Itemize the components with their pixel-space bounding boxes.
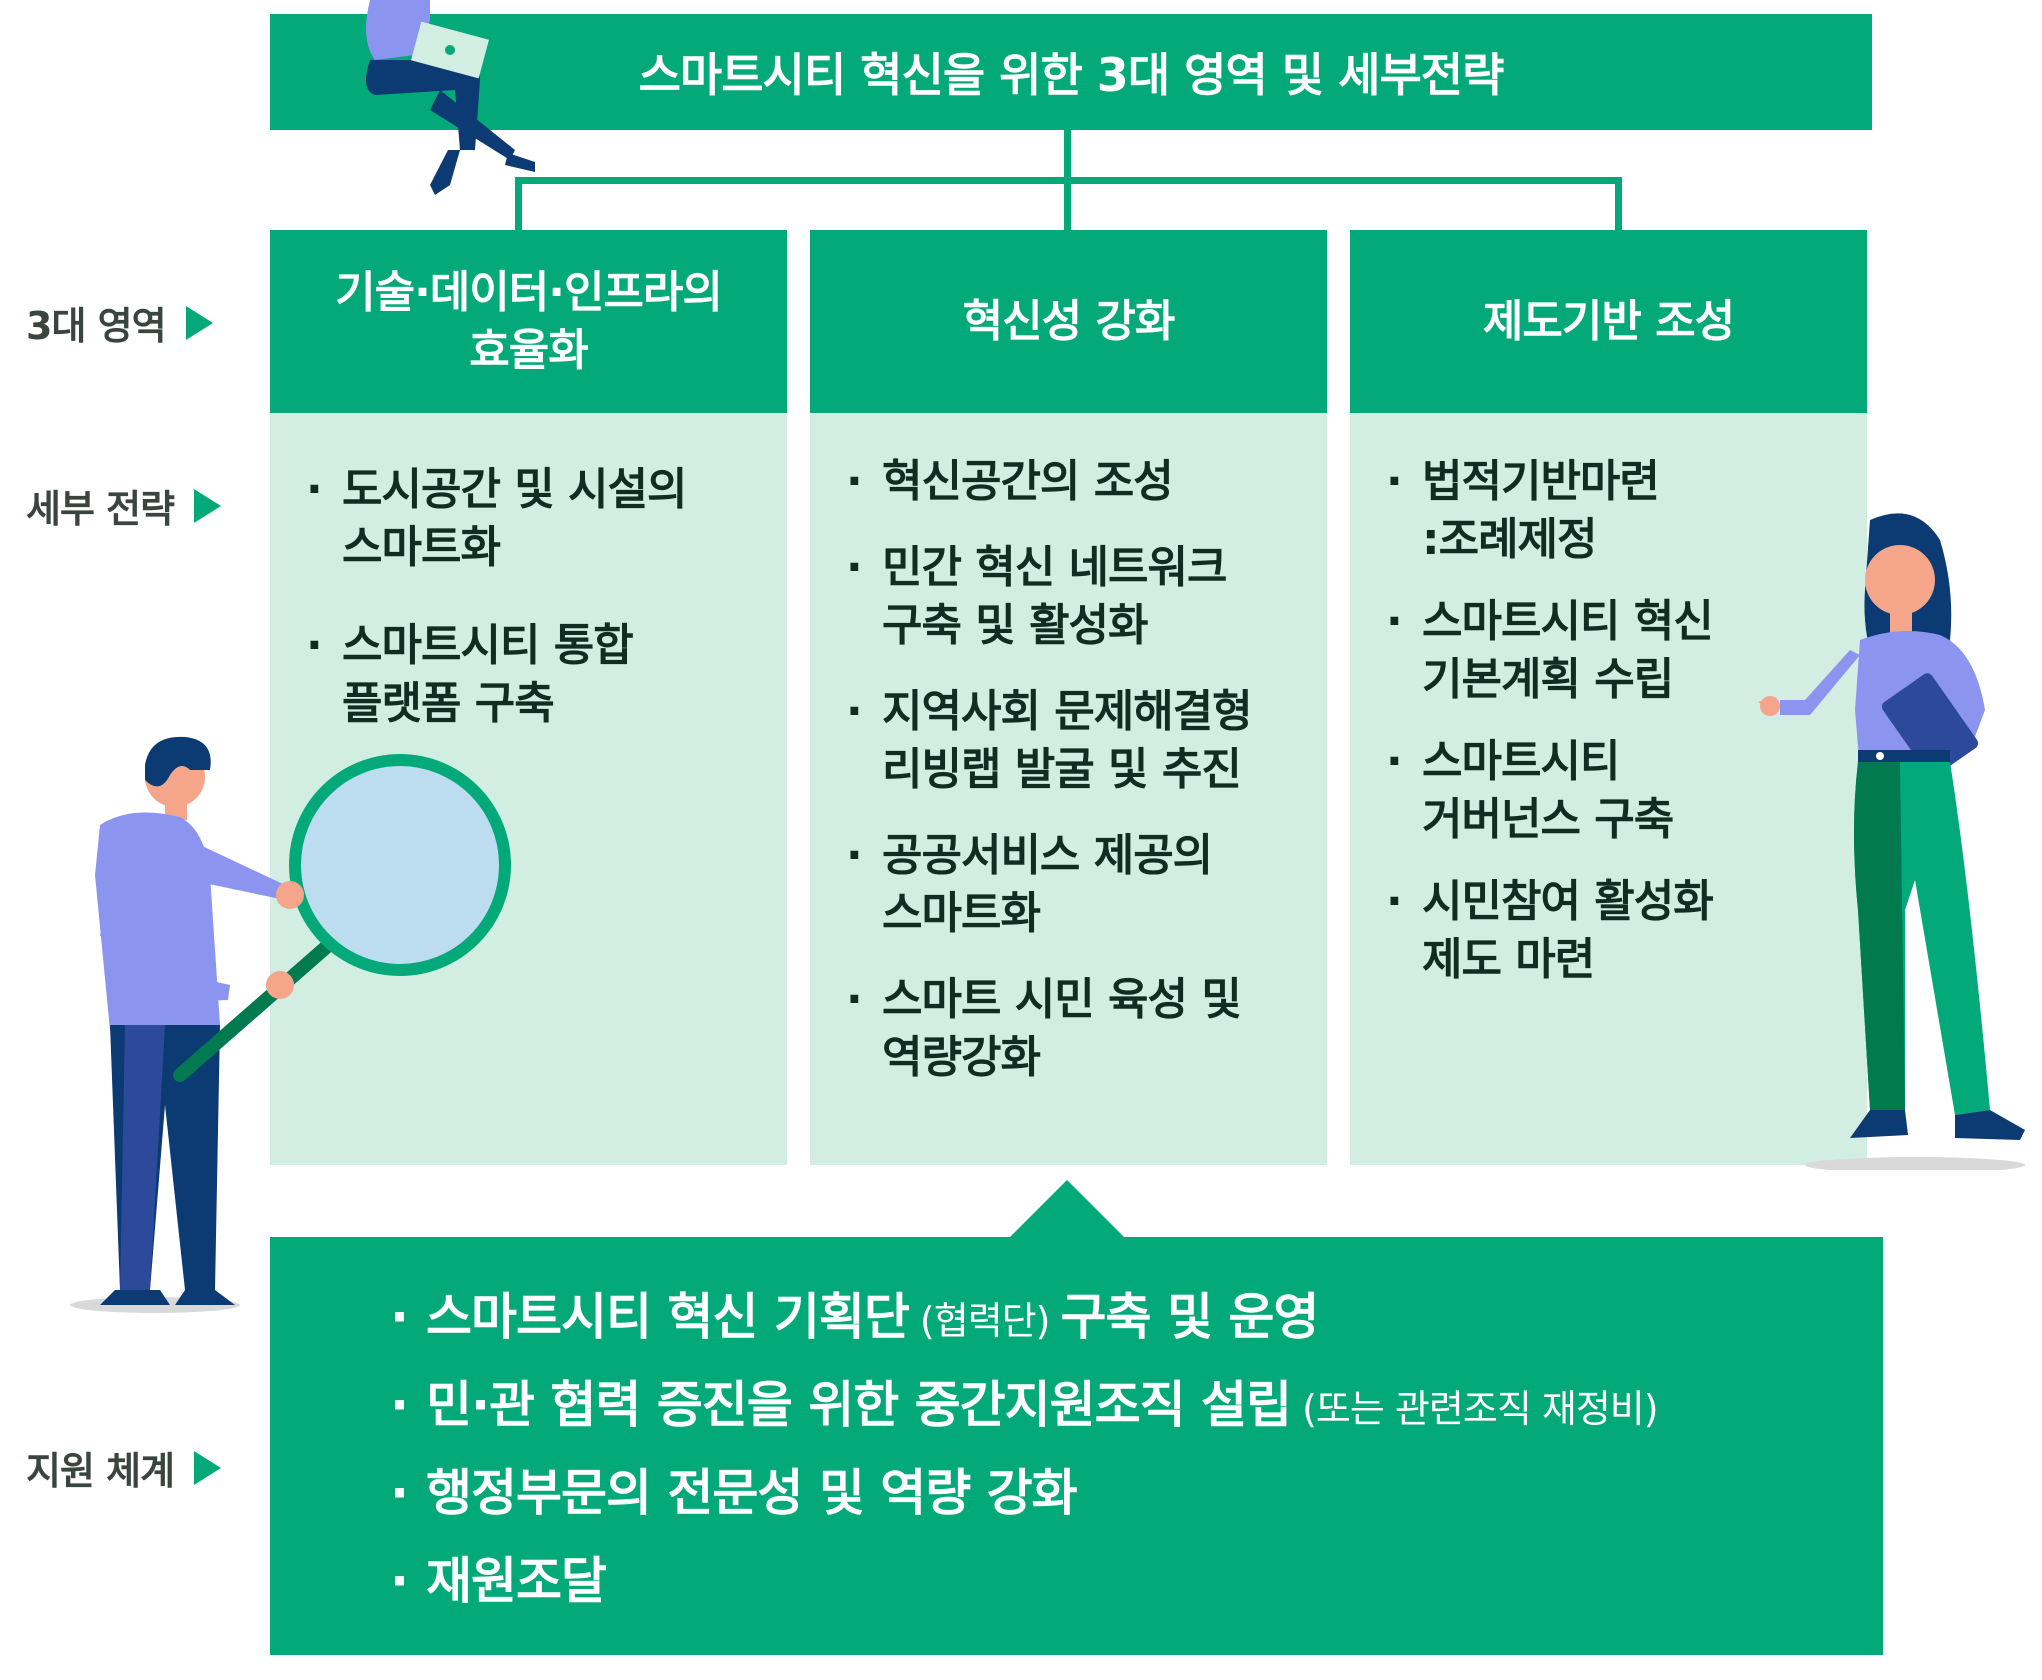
strategy-line: 스마트화 <box>342 522 501 573</box>
strategy-line: 혁신공간의 조성 <box>882 456 1174 507</box>
strategy-item: · 민간 혁신 네트워크 구축 및 활성화 <box>846 539 1295 655</box>
strategy-item: · 혁신공간의 조성 <box>846 453 1295 511</box>
bullet: · <box>1386 456 1403 507</box>
bullet: · <box>846 686 863 737</box>
bullet: · <box>846 974 863 1025</box>
area-heading-2: 혁신성 강화 <box>810 230 1327 413</box>
connector-right <box>1615 177 1622 230</box>
strategy-line: 지역사회 문제해결형 <box>882 686 1253 737</box>
support-item-note: (또는 관련조직 재정비) <box>1291 1387 1658 1431</box>
play-arrow-icon <box>185 305 213 340</box>
diagram-title: 스마트시티 혁신을 위한 3대 영역 및 세부전략 <box>270 14 1872 130</box>
area-strategies-2: · 혁신공간의 조성 · 민간 혁신 네트워크 구축 및 활성화 · 지역사회 … <box>810 413 1327 1165</box>
support-item-text: 스마트시티 혁신 기획단 <box>426 1288 910 1346</box>
row-label-strategies-text: 세부 전략 <box>26 487 175 531</box>
bullet: · <box>1386 596 1403 647</box>
row-label-support: 지원 체계 <box>26 1440 222 1495</box>
strategy-line: 역량강화 <box>882 1032 1041 1083</box>
bullet: · <box>846 456 863 507</box>
strategy-line: 플랫폼 구축 <box>342 678 555 729</box>
strategy-item: · 시민참여 활성화 제도 마련 <box>1386 873 1835 989</box>
bullet: · <box>846 830 863 881</box>
strategy-line: 도시공간 및 시설의 <box>342 464 687 515</box>
strategy-item: · 스마트 시민 육성 및 역량강화 <box>846 971 1295 1087</box>
strategy-line: 스마트 시민 육성 및 <box>882 974 1242 1025</box>
area-strategies-3: · 법적기반마련 :조례제정 · 스마트시티 혁신 기본계획 수립 · 스마트시… <box>1350 413 1867 1165</box>
strategy-line: 시민참여 활성화 <box>1422 876 1714 927</box>
strategy-line: 스마트화 <box>882 888 1041 939</box>
bullet: · <box>1386 736 1403 787</box>
support-item: · 재원조달 <box>390 1549 1883 1637</box>
play-arrow-icon <box>194 1450 222 1485</box>
strategy-line: 스마트시티 <box>1422 736 1620 787</box>
strategy-line: 법적기반마련 <box>1422 456 1660 507</box>
area-heading-line: 제도기반 조성 <box>1482 295 1735 347</box>
strategy-item: · 스마트시티 통합 플랫폼 구축 <box>306 617 755 733</box>
bullet: · <box>846 542 863 593</box>
man-with-magnifier-illustration <box>70 736 511 1313</box>
strategy-item: · 도시공간 및 시설의 스마트화 <box>306 461 755 577</box>
area-heading-3: 제도기반 조성 <box>1350 230 1867 413</box>
bullet: · <box>390 1464 409 1522</box>
support-item-text: 민·관 협력 증진을 위한 중간지원조직 설립 <box>426 1376 1292 1434</box>
strategy-line: 기본계획 수립 <box>1422 654 1674 705</box>
row-label-support-text: 지원 체계 <box>26 1449 175 1493</box>
support-item-text: 행정부문의 전문성 및 역량 강화 <box>426 1464 1078 1522</box>
bullet: · <box>306 464 323 515</box>
connector-left <box>515 177 522 230</box>
strategy-line: 제도 마련 <box>1422 934 1595 985</box>
strategy-line: 거버넌스 구축 <box>1422 794 1674 845</box>
bullet: · <box>390 1552 409 1610</box>
area-heading-line: 혁신성 강화 <box>962 295 1176 347</box>
area-strategies-1: · 도시공간 및 시설의 스마트화 · 스마트시티 통합 플랫폼 구축 <box>270 413 787 1165</box>
strategy-line: 공공서비스 제공의 <box>882 830 1213 881</box>
strategy-line: 구축 및 활성화 <box>882 600 1149 651</box>
strategy-item: · 스마트시티 혁신 기본계획 수립 <box>1386 593 1835 709</box>
strategy-item: · 법적기반마련 :조례제정 <box>1386 453 1835 569</box>
support-item-note: (협력단) <box>908 1299 1061 1343</box>
support-item-text: 재원조달 <box>426 1552 607 1610</box>
area-heading-1: 기술·데이터·인프라의 효율화 <box>270 230 787 413</box>
strategy-line: :조례제정 <box>1422 514 1598 565</box>
support-item: · 스마트시티 혁신 기획단 (협력단) 구축 및 운영 <box>390 1285 1883 1373</box>
row-label-areas: 3대 영역 <box>26 295 213 350</box>
bullet: · <box>390 1288 409 1346</box>
area-heading-line: 기술·데이터·인프라의 <box>335 266 723 318</box>
play-arrow-icon <box>194 488 222 523</box>
strategy-line: 스마트시티 통합 <box>342 620 634 671</box>
bullet: · <box>306 620 323 671</box>
strategy-line: 스마트시티 혁신 <box>1422 596 1714 647</box>
strategy-item: · 공공서비스 제공의 스마트화 <box>846 827 1295 943</box>
strategy-item: · 스마트시티 거버넌스 구축 <box>1386 733 1835 849</box>
person-with-laptop-illustration <box>366 0 535 195</box>
strategy-line: 리빙랩 발굴 및 추진 <box>882 744 1242 795</box>
support-system-box: · 스마트시티 혁신 기획단 (협력단) 구축 및 운영 · 민·관 협력 증진을 … <box>270 1237 1883 1655</box>
row-label-strategies: 세부 전략 <box>26 478 222 533</box>
area-heading-line: 효율화 <box>469 324 588 376</box>
woman-with-tablet-illustration <box>1758 513 2025 1170</box>
bullet: · <box>390 1376 409 1434</box>
connector-bar <box>515 177 1622 184</box>
support-pointer <box>1010 1180 1124 1237</box>
strategy-item: · 지역사회 문제해결형 리빙랩 발굴 및 추진 <box>846 683 1295 799</box>
support-item-tail: 구축 및 운영 <box>1060 1288 1320 1346</box>
support-item: · 행정부문의 전문성 및 역량 강화 <box>390 1461 1883 1549</box>
support-item: · 민·관 협력 증진을 위한 중간지원조직 설립 (또는 관련조직 재정비) <box>390 1373 1883 1461</box>
bullet: · <box>1386 876 1403 927</box>
row-label-areas-text: 3대 영역 <box>26 304 167 348</box>
strategy-line: 민간 혁신 네트워크 <box>882 542 1227 593</box>
